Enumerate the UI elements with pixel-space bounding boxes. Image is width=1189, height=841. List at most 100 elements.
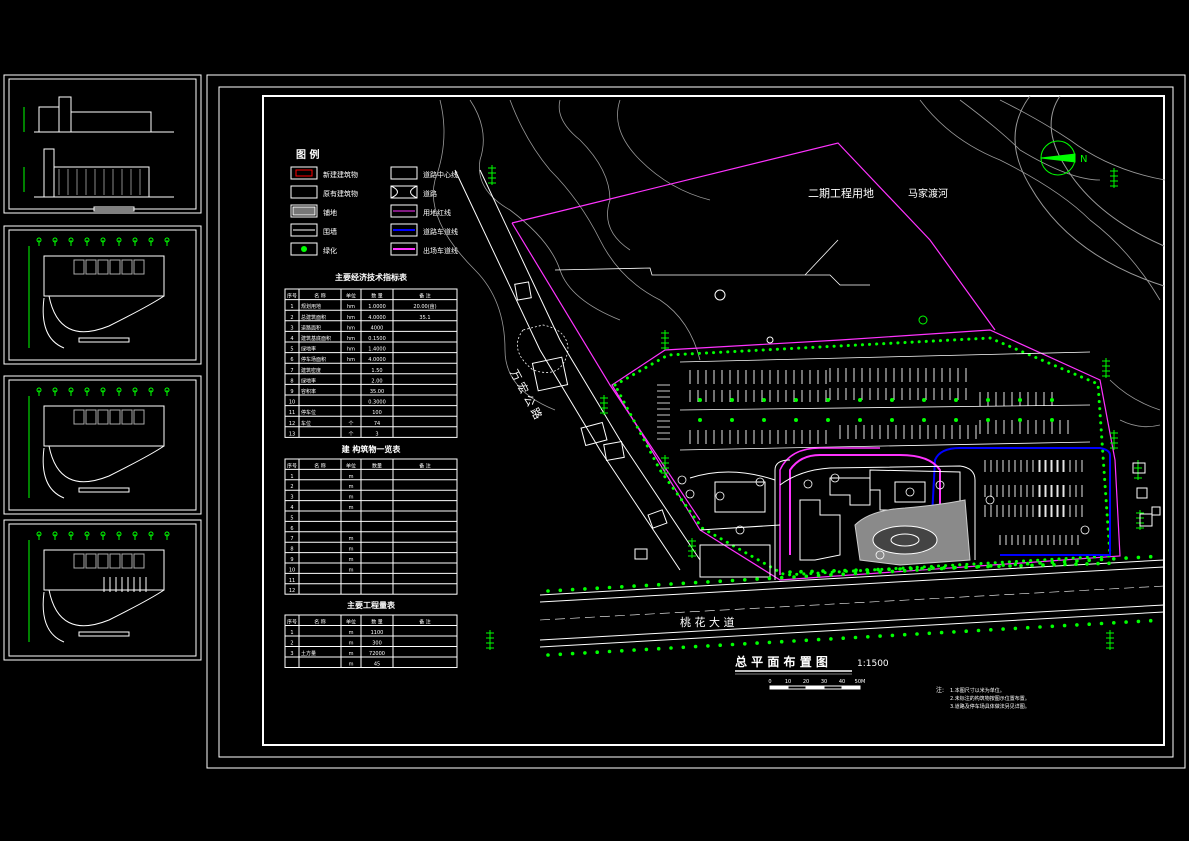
road-tree bbox=[792, 639, 796, 643]
building-table-cell: 2 bbox=[290, 484, 293, 490]
tree-dot bbox=[794, 418, 798, 422]
tech-table-cell: 停车位 bbox=[301, 409, 316, 416]
legend-label-left: 新建建筑物 bbox=[323, 170, 358, 179]
rock-outcrop bbox=[516, 324, 569, 373]
exit-lane-2 bbox=[779, 447, 880, 575]
tree-dot bbox=[762, 418, 766, 422]
legend-green-dot bbox=[301, 246, 307, 252]
road-tree bbox=[644, 647, 649, 652]
axis-bubble bbox=[36, 387, 42, 393]
building-number-marker bbox=[935, 480, 945, 490]
tech-table-cell: 13 bbox=[289, 431, 295, 437]
internal-road-loop bbox=[779, 465, 976, 560]
road-tree bbox=[730, 578, 735, 583]
works-table-header: 备 注 bbox=[419, 619, 431, 626]
tree-symbol-icon bbox=[486, 630, 494, 650]
road-tree bbox=[853, 635, 858, 640]
site-frontage-tree bbox=[1074, 562, 1078, 566]
building-table-frame bbox=[284, 458, 458, 595]
note-line: 3.道路及停车场具体做法另见详图。 bbox=[950, 703, 1030, 710]
thumbnail-sheets bbox=[3, 74, 202, 661]
legend-symbol-right-4 bbox=[390, 242, 418, 256]
road-tree bbox=[890, 569, 895, 574]
building-table-cell: 4 bbox=[290, 505, 293, 511]
thumbnail-outer-frame bbox=[3, 225, 202, 365]
tech-table-header: 名 称 bbox=[314, 293, 326, 300]
tree-dot bbox=[922, 398, 926, 402]
legend-symbol-hatch bbox=[290, 204, 318, 218]
note-line: 2.未标注的构筑物按图示位置布置。 bbox=[950, 695, 1030, 702]
tree-circle-icon bbox=[918, 315, 928, 325]
building-table-cell: m bbox=[349, 505, 354, 511]
tech-table-cell: 车位 bbox=[301, 420, 311, 427]
road-tree bbox=[878, 570, 882, 574]
tree-symbol-icon bbox=[1110, 430, 1118, 450]
building-table-cell: 9 bbox=[290, 557, 293, 563]
elevation-wing bbox=[38, 106, 60, 133]
works-table-cell: m bbox=[349, 651, 354, 657]
section-body bbox=[53, 166, 150, 198]
main-sheet[interactable]: 图 例新建建筑物原有建筑物铺地围墙绿化道路中心线道路用地红线道路车道线出场车道线… bbox=[206, 74, 1186, 769]
axis-bubble bbox=[164, 237, 170, 243]
plan-room bbox=[85, 409, 97, 425]
road-tree bbox=[706, 644, 710, 648]
building-table-cell: m bbox=[349, 567, 354, 573]
axis-bubble bbox=[116, 237, 122, 243]
scale-segment bbox=[841, 685, 861, 690]
parking-lot bbox=[657, 351, 1091, 545]
thumbnail-outer-frame bbox=[3, 74, 202, 214]
thumbnail-sheet-1[interactable] bbox=[3, 74, 202, 214]
plan-title: 总 平 面 布 置 图 bbox=[735, 654, 828, 669]
plan-room bbox=[73, 259, 85, 275]
parking-aisle-line bbox=[679, 404, 1091, 411]
thumbnail-outer-frame bbox=[3, 375, 202, 515]
legend-label-left: 原有建筑物 bbox=[323, 189, 358, 198]
legend-symbol-frame bbox=[390, 223, 418, 237]
tech-table-cell: 8 bbox=[290, 378, 293, 384]
side-road-edge-left bbox=[454, 169, 681, 571]
road-tree bbox=[779, 575, 784, 580]
legend-symbol-frame bbox=[390, 242, 418, 256]
survey-point bbox=[766, 336, 774, 344]
tech-table-cell: 容积率 bbox=[301, 388, 316, 395]
thumbnail-sheet-4[interactable] bbox=[3, 519, 202, 661]
tech-table-cell: 绿地率 bbox=[301, 346, 316, 353]
works-table-header: 数 量 bbox=[371, 619, 383, 626]
plan-room bbox=[85, 553, 97, 569]
road-tree bbox=[620, 585, 624, 589]
section-marker bbox=[714, 289, 726, 301]
existing-building bbox=[514, 281, 532, 301]
scale-tick-label: 0 bbox=[768, 679, 771, 685]
tree-dot bbox=[794, 398, 798, 402]
road-tree bbox=[1025, 561, 1030, 566]
tech-table-cell: 4.0000 bbox=[368, 357, 386, 363]
side-road-edge-right bbox=[479, 169, 701, 561]
works-table-cell: 土方量 bbox=[301, 650, 316, 657]
tree-dot bbox=[858, 398, 862, 402]
road-tree bbox=[767, 576, 772, 581]
building-table-cell: m bbox=[349, 557, 354, 563]
site-frontage-tree bbox=[876, 567, 880, 572]
works-table-cell: 2 bbox=[290, 641, 293, 647]
thumbnail-sheet-2[interactable] bbox=[3, 225, 202, 365]
site-frontage-tree bbox=[1041, 563, 1045, 567]
tech-table-cell: 个 bbox=[348, 421, 353, 427]
thumbnail-sheet-3[interactable] bbox=[3, 375, 202, 515]
road-tree bbox=[816, 637, 821, 642]
road-tree bbox=[1062, 623, 1067, 628]
legend-label-left: 铺地 bbox=[323, 208, 337, 217]
tree-dot bbox=[730, 398, 734, 402]
tech-table-cell: 1.0000 bbox=[368, 304, 386, 310]
tree-dot bbox=[698, 398, 702, 402]
tech-table-cell: 3 bbox=[290, 325, 293, 331]
lobby-building bbox=[829, 477, 871, 506]
road-tree bbox=[989, 564, 993, 568]
scale-tick-label: 10 bbox=[785, 679, 791, 685]
river-bank bbox=[1014, 95, 1165, 287]
building-table-cell: m bbox=[349, 484, 354, 490]
axis-bubble bbox=[116, 531, 122, 537]
main-building-core bbox=[894, 481, 926, 503]
thumbnail-title-bar bbox=[78, 487, 130, 493]
building-number-marker bbox=[803, 479, 813, 489]
